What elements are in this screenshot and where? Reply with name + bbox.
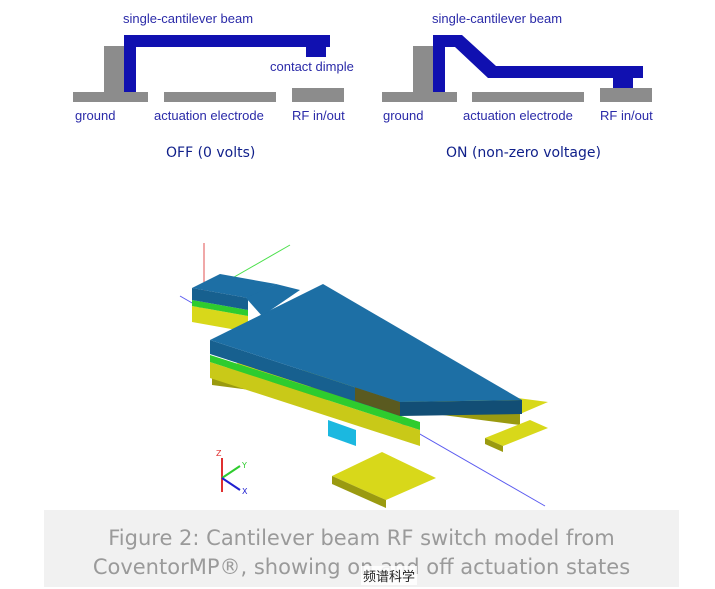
coventor-3d-model [179, 243, 548, 508]
on-ground-post [413, 46, 433, 92]
figure-caption: Figure 2: Cantilever beam RF switch mode… [44, 524, 679, 582]
x-axis-label: X [242, 487, 248, 496]
on-state-schematic: single-cantilever beam ground actuation … [382, 11, 653, 161]
plate-layer-yellow [210, 362, 420, 446]
off-dimple-label: contact dimple [270, 59, 354, 74]
anchor-tab-yellow [192, 306, 248, 332]
rf-pad-front-side [332, 476, 386, 508]
on-beam-label: single-cantilever beam [432, 11, 562, 26]
rf-pad-right-top [485, 420, 548, 446]
watermark: 频谱科学 [361, 566, 418, 585]
plate-cyan-strip [328, 420, 356, 446]
plate-layer-green [210, 355, 420, 430]
off-rf-label: RF in/out [292, 108, 345, 123]
axis-triad: Z Y X [216, 449, 248, 496]
on-contact-dimple [613, 76, 633, 88]
z-axis-label: Z [216, 449, 222, 458]
off-state-schematic: single-cantilever beam contact dimple gr… [73, 11, 354, 161]
off-beam-anchor [124, 35, 136, 92]
plate-top [210, 284, 522, 402]
off-ground-base [73, 92, 148, 102]
x-axis [221, 477, 241, 491]
on-beam-anchor [433, 35, 445, 92]
plate-right-side [400, 400, 522, 416]
on-ground-base [382, 92, 457, 102]
on-state-label: ON (non-zero voltage) [446, 145, 601, 161]
y-axis [221, 465, 241, 479]
off-state-label: OFF (0 volts) [166, 145, 255, 161]
anchor-tab-front [192, 288, 248, 310]
off-rf-pad [292, 88, 344, 102]
on-ground-label: ground [383, 108, 423, 123]
off-contact-dimple [306, 45, 326, 57]
plate-top-neck [246, 284, 300, 316]
off-beam [124, 35, 330, 47]
rf-pad-front-top [332, 452, 436, 500]
on-rf-pad [600, 88, 652, 102]
on-beam [433, 35, 643, 78]
on-rf-label: RF in/out [600, 108, 653, 123]
off-ground-post [104, 46, 124, 92]
y-axis-label: Y [241, 461, 247, 470]
on-electrode-label: actuation electrode [463, 108, 573, 123]
anchor-tab-top [192, 274, 276, 298]
plate-front-side [210, 340, 400, 416]
caption-line-1: Figure 2: Cantilever beam RF switch mode… [108, 526, 615, 550]
plate-front-side-dark [355, 387, 400, 416]
off-actuation-electrode [164, 92, 276, 102]
off-beam-label: single-cantilever beam [123, 11, 253, 26]
off-ground-label: ground [75, 108, 115, 123]
on-actuation-electrode [472, 92, 584, 102]
off-electrode-label: actuation electrode [154, 108, 264, 123]
diagram-canvas: single-cantilever beam contact dimple gr… [73, 11, 653, 508]
rf-pad-right-side [485, 438, 503, 452]
anchor-tab-green [192, 300, 248, 316]
